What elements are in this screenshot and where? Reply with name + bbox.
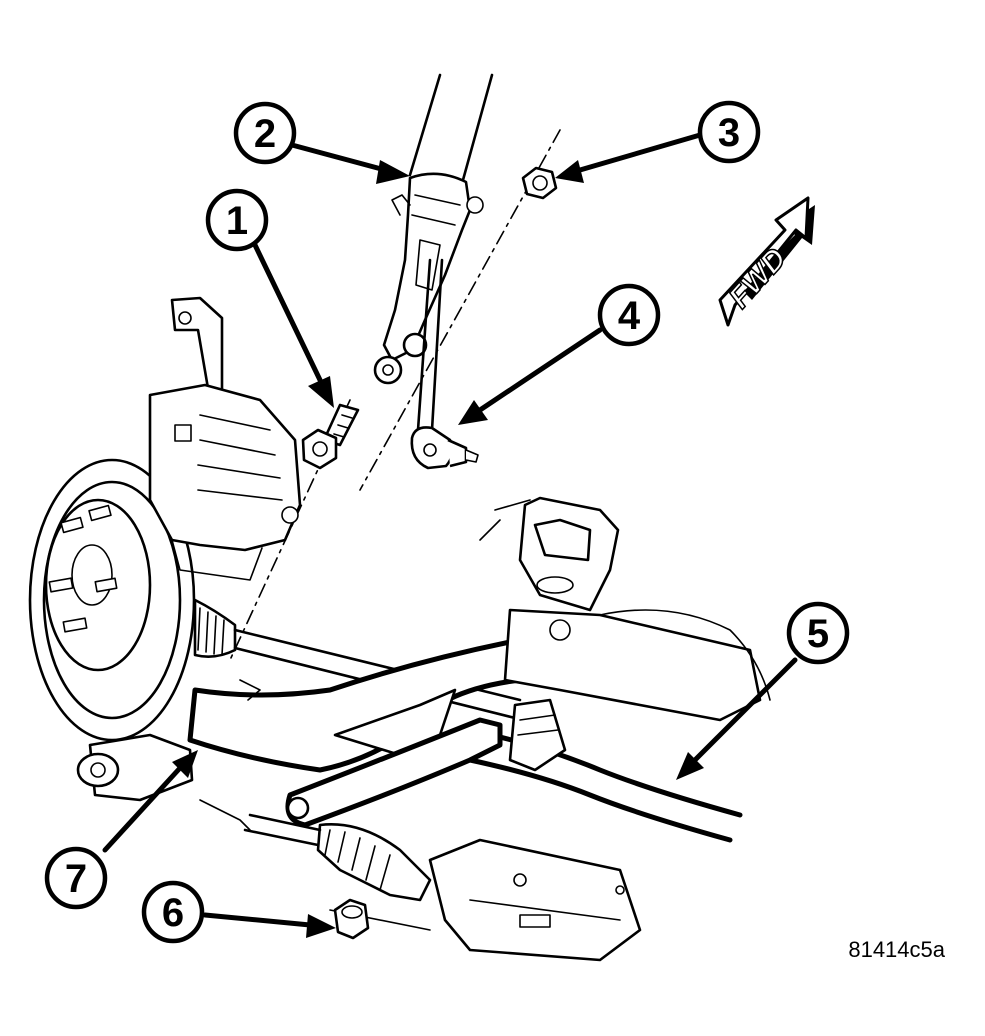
knuckle-brake-assembly: [28, 296, 302, 802]
lower-subframe: [199, 799, 642, 962]
callout-2-label: 2: [254, 112, 276, 156]
callout-6: 6: [141, 880, 205, 944]
shock-absorber: [373, 73, 494, 432]
callout-5: 5: [786, 601, 850, 665]
callout-3: 3: [697, 100, 761, 164]
stabilizer-bar-item-5: [467, 698, 743, 843]
figure-id: 81414c5a: [848, 937, 945, 962]
forward-direction-arrow: FWD: [718, 196, 815, 327]
callout-5-label: 5: [807, 612, 829, 656]
callout-1: 1: [205, 188, 269, 252]
centre-lines: [229, 129, 561, 661]
steering-boot: [243, 813, 432, 902]
link-arm: [285, 717, 503, 828]
lower-control-arm-item-7: [187, 637, 523, 773]
callout-2: 2: [233, 101, 297, 165]
cradle-bracket: [479, 496, 771, 722]
callout-7-label: 7: [65, 857, 87, 901]
nut-item-3: [521, 166, 558, 200]
callout-7: 7: [44, 846, 108, 910]
bolt-item-1: [301, 403, 360, 470]
callout-3-label: 3: [718, 111, 740, 155]
nut-item-6: [333, 898, 370, 940]
bushing-item-4: [410, 426, 479, 470]
callout-4: 4: [597, 283, 661, 347]
callout-1-label: 1: [226, 199, 248, 243]
callout-6-label: 6: [162, 891, 184, 935]
callout-4-label: 4: [618, 294, 641, 338]
leader-arrows: [102, 132, 798, 938]
